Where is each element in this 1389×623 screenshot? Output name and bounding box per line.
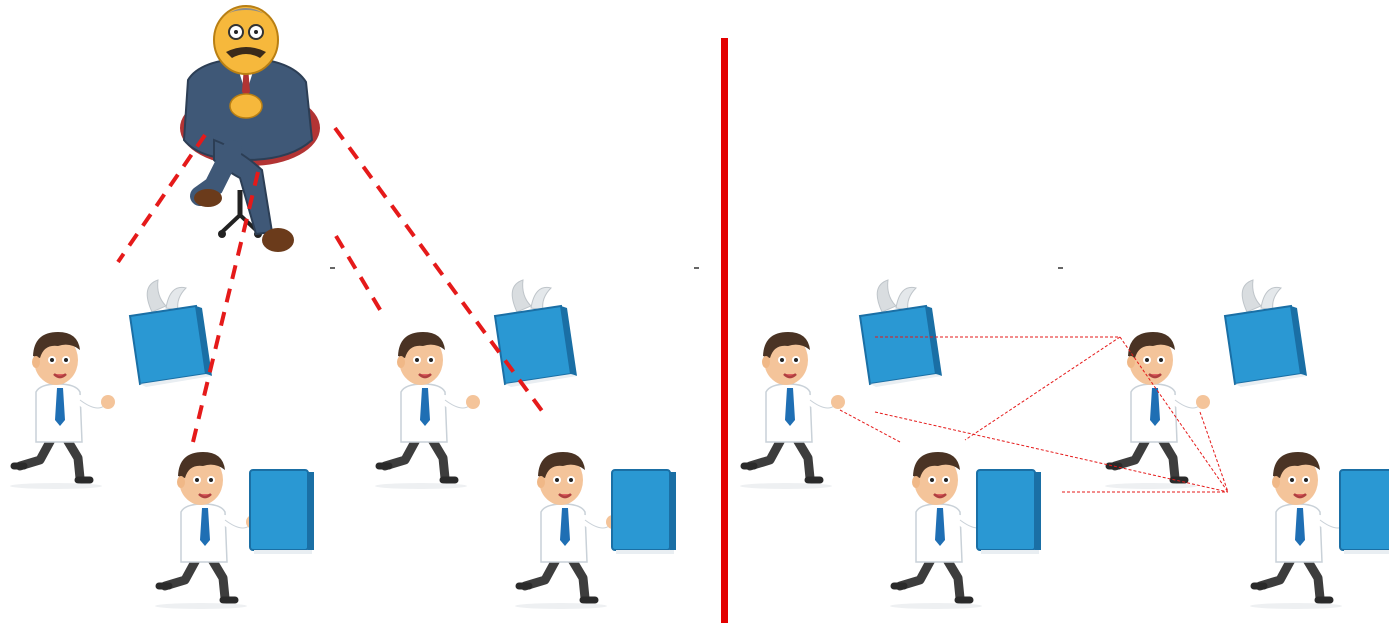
left-connectors xyxy=(118,128,545,442)
connector-boss-employee-2 xyxy=(193,172,258,442)
boss-seated-icon xyxy=(180,6,320,252)
peer-link-7 xyxy=(1200,412,1228,492)
right-book-2 xyxy=(977,470,1041,554)
left-employee-4 xyxy=(515,452,620,609)
left-employee-3 xyxy=(375,332,480,489)
left-book-2 xyxy=(250,470,314,554)
left-winged-book-1 xyxy=(130,280,212,387)
left-employee-2 xyxy=(155,452,260,609)
left-winged-book-3 xyxy=(495,280,577,387)
mark xyxy=(1058,267,1063,269)
right-employee-1 xyxy=(740,332,845,489)
left-employee-1 xyxy=(10,332,115,489)
mark xyxy=(694,267,699,269)
left-book-4 xyxy=(612,470,676,554)
peer-link-4 xyxy=(840,410,900,442)
connector-boss-employee-3 xyxy=(336,236,385,318)
right-winged-book-3 xyxy=(1225,280,1307,387)
right-book-4 xyxy=(1340,470,1389,554)
right-winged-book-1 xyxy=(860,280,942,387)
vertical-divider xyxy=(721,38,728,623)
mark xyxy=(330,267,335,269)
right-employee-3 xyxy=(1105,332,1210,489)
peer-link-2 xyxy=(965,337,1120,440)
